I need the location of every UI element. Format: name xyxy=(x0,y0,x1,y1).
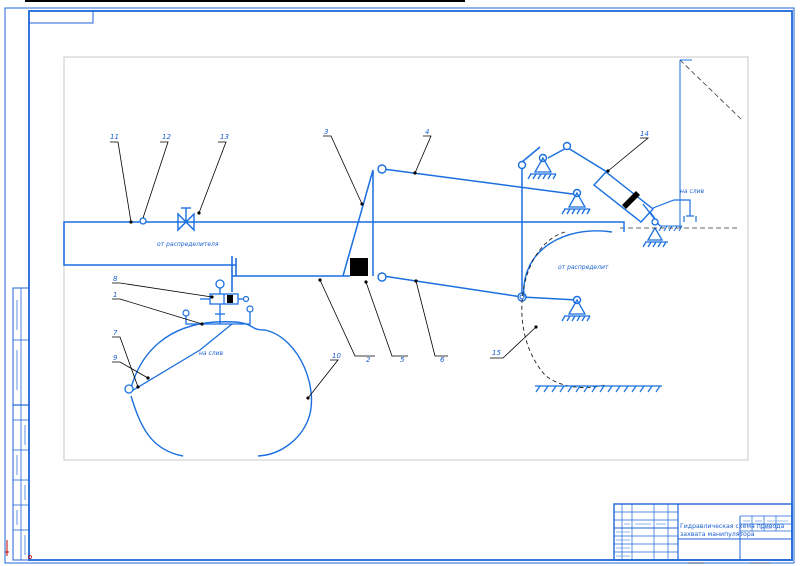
leader-label-8: 8 xyxy=(113,275,118,283)
leader-dot-4 xyxy=(413,171,417,175)
sheet-inner-border xyxy=(28,10,793,561)
leader-line-13 xyxy=(198,141,227,214)
leader-dot-11 xyxy=(129,220,133,224)
leader-line-4 xyxy=(414,135,432,174)
leader-label-10: 10 xyxy=(332,352,341,360)
leader-line-10 xyxy=(307,359,339,399)
dashed-diagonal xyxy=(679,59,743,121)
leader-dot-1 xyxy=(200,322,204,326)
leader-label-7: 7 xyxy=(113,329,118,337)
leader-label-4: 4 xyxy=(425,128,429,136)
leader-dot-2 xyxy=(318,278,322,282)
leader-dot-8 xyxy=(210,295,214,299)
label-from-distributor-left: от распределителя xyxy=(157,241,219,248)
leader-line-7 xyxy=(112,336,139,388)
hatch-right xyxy=(658,225,683,232)
leader-line-9 xyxy=(112,361,149,379)
leader-line-5 xyxy=(365,281,408,357)
leader-dot-13 xyxy=(197,211,201,215)
top-left-code-box xyxy=(28,10,94,24)
jaw-arc-dashed xyxy=(521,231,606,388)
leader-line-2 xyxy=(319,279,375,357)
hydraulic-cylinder xyxy=(592,171,661,227)
pipe-end xyxy=(600,221,625,232)
leader-line-14 xyxy=(607,137,650,172)
leader-label-14: 14 xyxy=(640,130,649,138)
leader-label-15: 15 xyxy=(492,349,501,357)
left-margin-table xyxy=(12,287,30,561)
sheet-corner-mark xyxy=(5,540,9,556)
leader-dot-7 xyxy=(136,385,140,389)
leader-label-6: 6 xyxy=(440,356,445,364)
label-to-drain-left: на слив xyxy=(199,350,224,357)
throttle-valve xyxy=(177,207,195,232)
label-from-distributor-right: от распределит xyxy=(558,264,609,271)
leader-label-2: 2 xyxy=(366,356,371,364)
cylinder-piston xyxy=(622,191,640,209)
leader-line-8 xyxy=(112,282,213,298)
gripper-arm-2 xyxy=(199,323,233,351)
fixed-supports xyxy=(527,156,668,322)
valve-spool xyxy=(227,295,233,303)
leader-line-11 xyxy=(110,141,132,223)
leader-dot-9 xyxy=(146,376,150,380)
leader-dot-10 xyxy=(306,396,310,400)
title-line-1: Гидравлическая схема привода xyxy=(680,523,784,530)
title-line-2: захвата манипулятора xyxy=(680,531,755,538)
cylinder-pin xyxy=(651,218,659,226)
leader-dot-3 xyxy=(360,202,364,206)
leader-line-1 xyxy=(112,298,203,325)
leader-dot-6 xyxy=(414,279,418,283)
gripper-loop xyxy=(129,321,313,457)
valve-gauge xyxy=(215,279,225,289)
gauge-fitting xyxy=(139,217,147,225)
gripper-arm xyxy=(129,349,201,393)
leader-dot-14 xyxy=(606,169,610,173)
leader-label-1: 1 xyxy=(113,291,117,299)
control-valve xyxy=(185,287,251,325)
node-a xyxy=(182,309,190,317)
sheet-corner-dot xyxy=(28,555,32,559)
leader-label-3: 3 xyxy=(324,128,328,136)
clamp-block xyxy=(350,258,368,276)
ground-hatch xyxy=(535,385,662,393)
title-block xyxy=(613,503,793,561)
leader-label-5: 5 xyxy=(400,356,405,364)
label-to-drain-right: на слив xyxy=(680,188,705,195)
viewport-border xyxy=(63,56,749,461)
node-c xyxy=(242,295,250,303)
leader-label-11: 11 xyxy=(110,133,119,141)
leader-dot-15 xyxy=(534,325,538,329)
leader-line-3 xyxy=(323,135,363,205)
drain-right xyxy=(652,199,697,222)
leader-label-13: 13 xyxy=(220,133,229,141)
leader-label-12: 12 xyxy=(162,133,171,141)
leader-line-15 xyxy=(490,326,537,359)
leader-line-6 xyxy=(415,280,448,357)
node-b xyxy=(246,305,254,313)
leader-dot-5 xyxy=(364,280,368,284)
sheet-outer-border xyxy=(4,7,795,564)
title-block-ghost-text xyxy=(616,520,788,557)
gripper-pivot xyxy=(124,384,134,394)
leader-label-9: 9 xyxy=(113,354,118,362)
hinges xyxy=(377,141,582,305)
pressure-line xyxy=(63,221,600,292)
leader-line-12 xyxy=(142,141,169,219)
